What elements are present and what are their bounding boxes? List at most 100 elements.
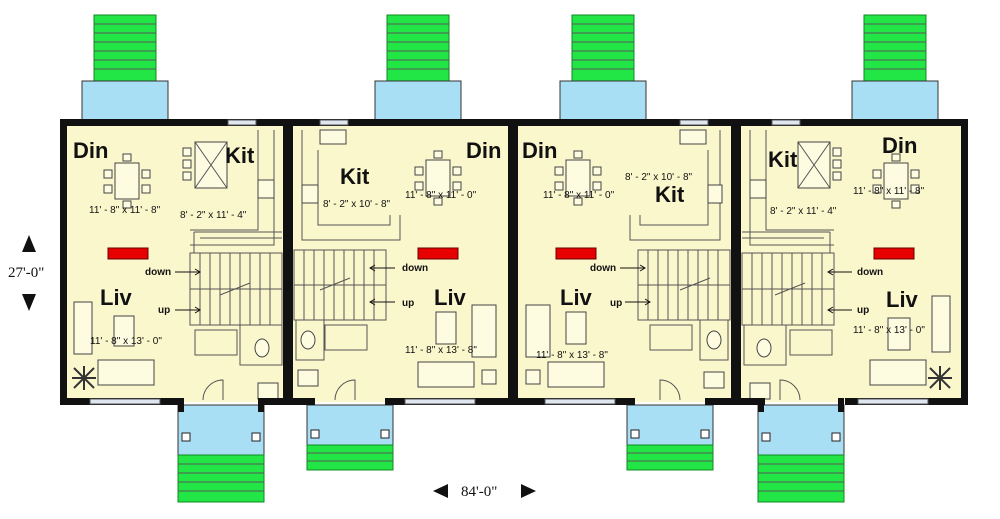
kitchen-dimension: 8' - 2" x 11' - 4" bbox=[180, 210, 247, 221]
room-label-dining: Din bbox=[73, 138, 108, 163]
porch-post-icon bbox=[251, 432, 261, 442]
porch-post-icon bbox=[831, 432, 841, 442]
width-dimension: 84'-0" bbox=[461, 484, 497, 500]
fireplace bbox=[417, 247, 459, 260]
porch-post-icon bbox=[761, 432, 771, 442]
rear-deck-platform bbox=[81, 80, 169, 122]
arrow-right-icon bbox=[521, 484, 536, 498]
sofa bbox=[73, 301, 93, 355]
dining-table bbox=[414, 150, 462, 206]
range bbox=[749, 179, 767, 199]
plant-icon bbox=[928, 366, 952, 390]
front-porch-1 bbox=[177, 404, 265, 503]
toilet bbox=[706, 330, 722, 350]
front-porch-4 bbox=[757, 404, 845, 503]
end-table bbox=[481, 369, 497, 385]
unit-2 bbox=[293, 129, 497, 401]
kitchen-chair bbox=[832, 147, 842, 157]
unit-4 bbox=[741, 130, 952, 401]
porch-post-icon bbox=[310, 429, 320, 439]
plant-icon bbox=[72, 366, 96, 390]
kitchen-dimension: 8' - 2" x 10' - 8" bbox=[323, 199, 391, 210]
stair-down-label: down bbox=[145, 267, 171, 278]
closet bbox=[789, 329, 833, 356]
room-label-kitchen: Kit bbox=[225, 143, 255, 168]
room-label-dining: Din bbox=[466, 138, 501, 163]
range bbox=[707, 184, 723, 204]
kitchen-counter bbox=[190, 130, 275, 246]
stair-break-line bbox=[219, 282, 251, 296]
rear-deck-steps bbox=[571, 14, 635, 82]
windows bbox=[89, 119, 929, 405]
entry-door-swing bbox=[659, 379, 681, 401]
dining-dimension: 11' - 8" x 11' - 8" bbox=[853, 186, 925, 197]
rear-deck-platform bbox=[374, 80, 462, 122]
living-dimension: 11' - 8" x 13' - 0" bbox=[90, 336, 162, 347]
kitchen-dimension: 8' - 2" x 11' - 4" bbox=[770, 206, 837, 217]
dining-dimension: 11' - 8" x 11' - 0" bbox=[405, 190, 477, 201]
fireplace bbox=[107, 247, 149, 260]
kitchen-sink bbox=[319, 129, 347, 145]
living-dimension: 11' - 8" x 13' - 8" bbox=[536, 350, 608, 361]
stair-up-label: up bbox=[857, 305, 869, 316]
rear-deck-steps bbox=[386, 14, 450, 82]
end-table bbox=[525, 369, 541, 385]
porch-post-icon bbox=[181, 432, 191, 442]
dining-table bbox=[872, 153, 920, 209]
sink bbox=[257, 382, 279, 400]
stair-down-label: down bbox=[857, 267, 883, 278]
stair-up-label: up bbox=[158, 305, 170, 316]
powder-room bbox=[239, 324, 283, 366]
porch-post-icon bbox=[700, 429, 710, 439]
room-label-kitchen: Kit bbox=[655, 182, 685, 207]
fireplace bbox=[873, 247, 915, 260]
stair-break-line bbox=[319, 277, 351, 291]
arrow-up-icon bbox=[22, 235, 36, 252]
rear-deck-steps bbox=[863, 14, 927, 82]
rear-deck-1 bbox=[81, 14, 169, 122]
stairwell bbox=[293, 249, 387, 321]
arrow-left-icon bbox=[433, 484, 448, 498]
front-porch-platform bbox=[177, 404, 265, 456]
arrow-right-icon bbox=[620, 264, 646, 272]
overall-dimensions: 27'-0" 84'-0" bbox=[8, 235, 536, 500]
room-label-dining: Din bbox=[522, 138, 557, 163]
room-label-living: Liv bbox=[434, 285, 467, 310]
range bbox=[257, 179, 275, 199]
stair-up-label: up bbox=[610, 298, 622, 309]
coffee-table bbox=[435, 311, 457, 345]
unit-1 bbox=[72, 130, 283, 401]
kitchen-counter bbox=[749, 130, 834, 246]
sink bbox=[703, 371, 725, 389]
room-label-living: Liv bbox=[100, 285, 133, 310]
sofa bbox=[931, 295, 951, 353]
stair-down-label: down bbox=[402, 263, 428, 274]
dining-table bbox=[554, 150, 602, 206]
closet bbox=[649, 324, 693, 351]
kitchen-chair bbox=[832, 159, 842, 169]
closet bbox=[324, 324, 368, 351]
sofa bbox=[417, 361, 475, 388]
fireplace bbox=[555, 247, 597, 260]
arrow-left-icon bbox=[827, 306, 852, 314]
toilet bbox=[300, 330, 316, 350]
labels: Din Kit Liv 11' - 8" x 11' - 8" 8' - 2" … bbox=[73, 133, 925, 361]
sofa bbox=[525, 304, 551, 358]
front-porch-steps bbox=[306, 444, 394, 471]
arrow-right-icon bbox=[175, 306, 201, 314]
powder-room bbox=[743, 324, 787, 366]
kitchen-chair bbox=[182, 171, 192, 181]
unit-3 bbox=[525, 129, 731, 401]
kitchen-chair bbox=[182, 159, 192, 169]
rear-deck-3 bbox=[559, 14, 647, 122]
arrow-left-icon bbox=[827, 268, 852, 276]
porch-post-icon bbox=[380, 429, 390, 439]
front-porch-3 bbox=[626, 404, 714, 471]
closet bbox=[194, 329, 238, 356]
front-porch-steps bbox=[757, 454, 845, 503]
entry-door-swing bbox=[779, 379, 801, 401]
stair-up-label: up bbox=[402, 298, 414, 309]
coffee-table bbox=[565, 311, 587, 345]
dining-dimension: 11' - 8" x 11' - 0" bbox=[543, 190, 615, 201]
